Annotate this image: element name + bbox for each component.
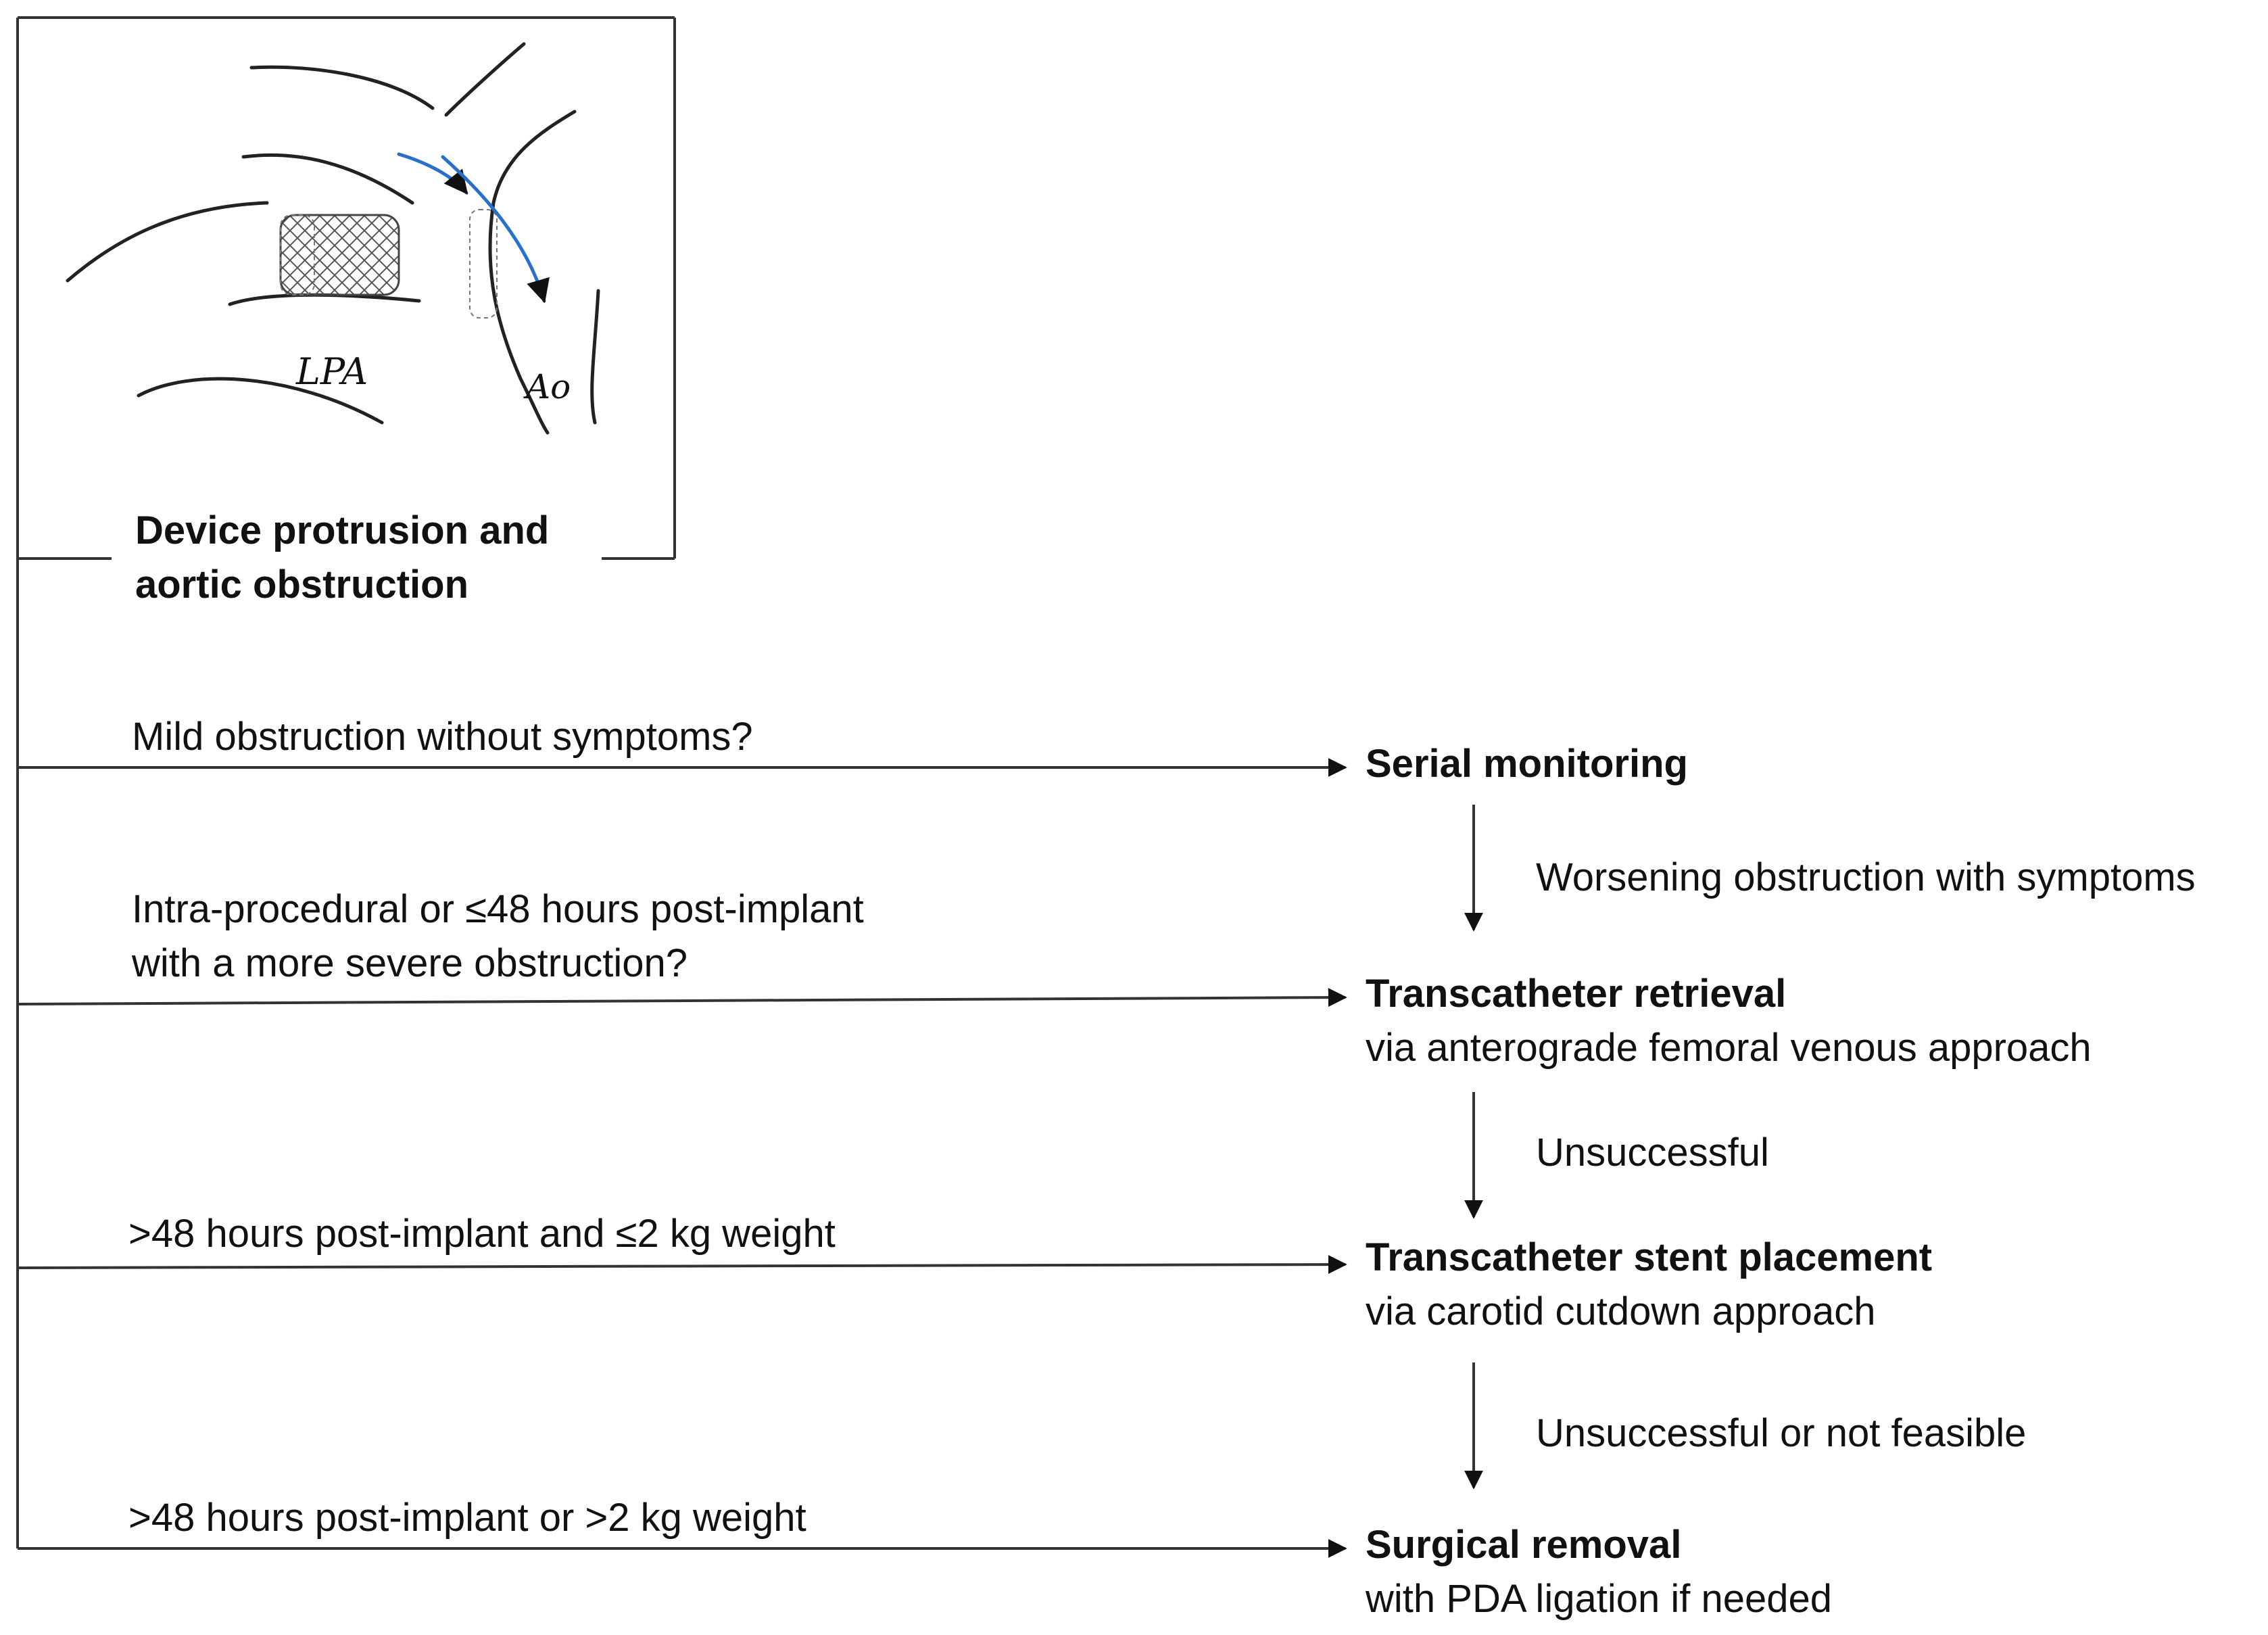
branch-arrow-2: [17, 988, 1347, 1008]
device-right-disc: [469, 209, 498, 318]
duct-lower-wall: [228, 293, 421, 306]
outcome-surgical-removal: Surgical removal: [1366, 1523, 1682, 1567]
condition-4: >48 hours post-implant or >2 kg weight: [128, 1496, 806, 1540]
branch-vessel-left-wall: [444, 42, 526, 117]
lpa-label: LPA: [296, 350, 368, 393]
aorta-right-wall: [488, 110, 577, 435]
condition-2-line-1: Intra-procedural or ≤48 hours post-impla…: [132, 887, 864, 931]
flow-arrow-1: [397, 152, 468, 195]
escalation-label-2: Unsuccessful: [1536, 1131, 1769, 1175]
start-node-line-2: aortic obstruction: [135, 563, 469, 607]
outcome-transcatheter-retrieval-detail: via anterograde femoral venous approach: [1366, 1026, 2092, 1070]
branch-arrow-3: [17, 1255, 1347, 1275]
outcome-stent-placement: Transcatheter stent placement: [1366, 1235, 1933, 1279]
condition-2-line-2: with a more severe obstruction?: [132, 941, 688, 985]
duct-upper-wall: [241, 153, 414, 205]
illustration-frame: [16, 16, 676, 560]
vessel-sketch: [66, 42, 600, 435]
aorta-arch-upper-wall: [249, 65, 435, 110]
lpa-upper-wall: [66, 201, 269, 283]
flow-arrow-2: [441, 155, 550, 304]
device-mesh: [279, 214, 400, 296]
condition-1: Mild obstruction without symptoms?: [132, 715, 753, 759]
aorta-outer-wall: [590, 289, 600, 425]
escalation-label-1: Worsening obstruction with symptoms: [1536, 855, 2196, 899]
lpa-lower-wall: [137, 377, 384, 425]
start-node-line-1: Device protrusion and: [135, 508, 550, 552]
ao-label: Ao: [526, 367, 571, 406]
escalation-label-3: Unsuccessful or not feasible: [1536, 1411, 2027, 1455]
outcome-stent-placement-detail: via carotid cutdown approach: [1366, 1289, 1876, 1333]
outcome-serial-monitoring: Serial monitoring: [1366, 742, 1688, 786]
condition-3: >48 hours post-implant and ≤2 kg weight: [128, 1212, 836, 1256]
outcome-transcatheter-retrieval: Transcatheter retrieval: [1366, 972, 1787, 1016]
outcome-surgical-removal-detail: with PDA ligation if needed: [1366, 1577, 1832, 1621]
